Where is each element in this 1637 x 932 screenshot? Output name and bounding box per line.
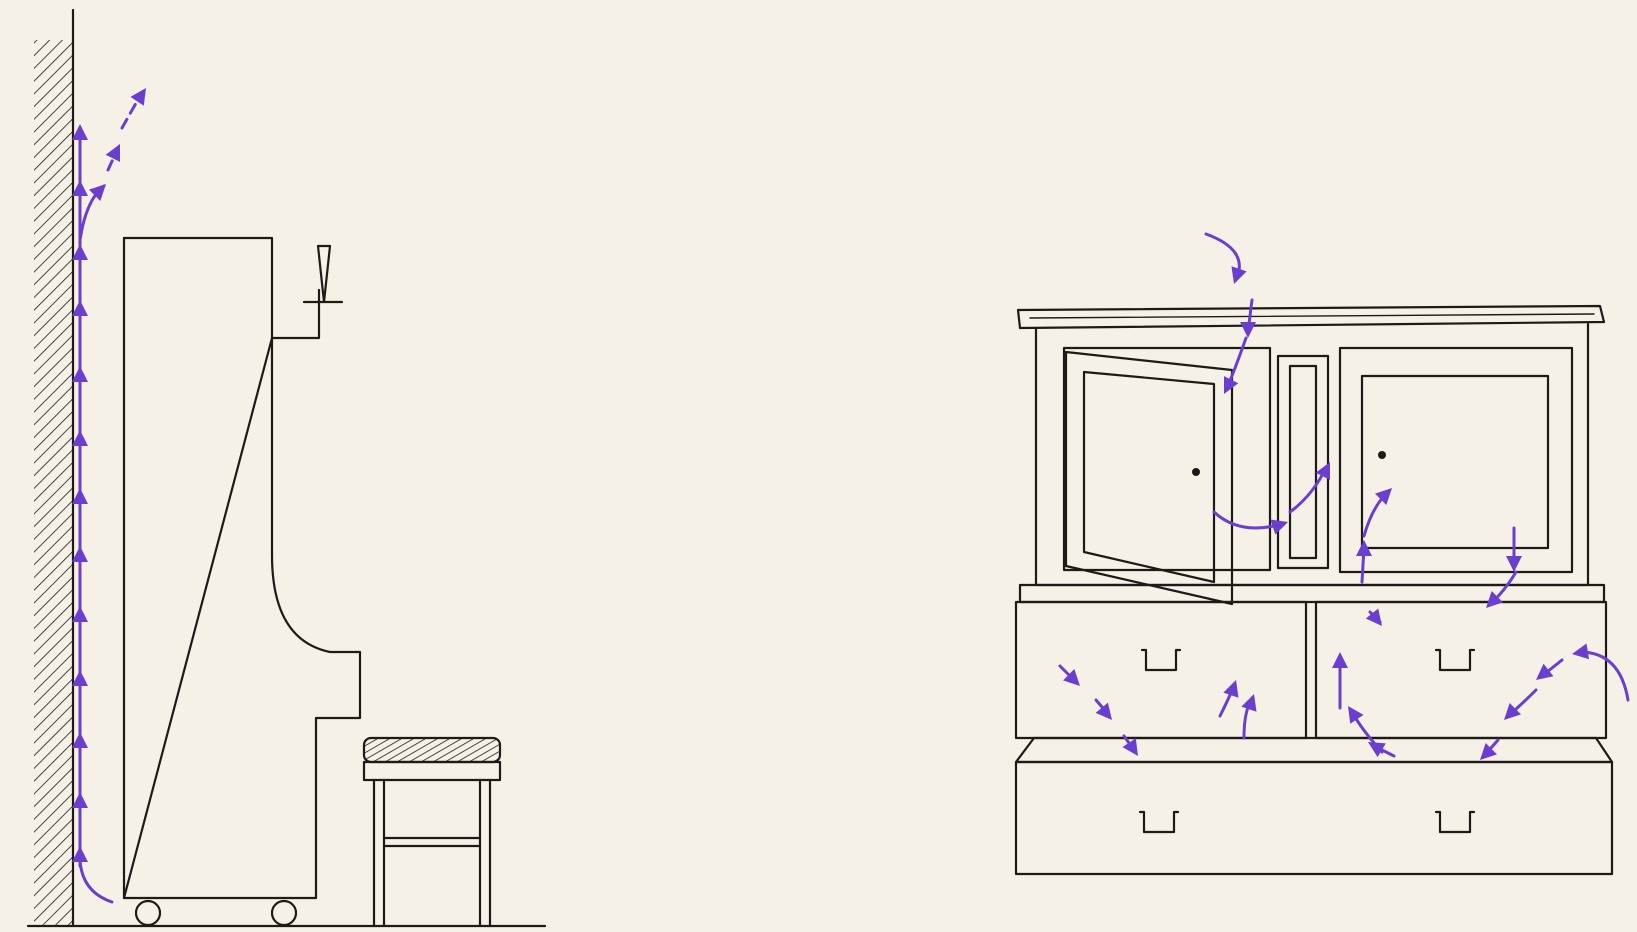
cabinet-scene xyxy=(1014,304,1614,876)
airflow-line xyxy=(78,128,114,904)
cabinet-lower-drawer xyxy=(1014,760,1614,876)
cabinet-right-door xyxy=(1338,346,1574,574)
airflow-arrowhead-icon xyxy=(72,732,88,748)
cabinet-cornice xyxy=(1016,304,1606,330)
airflow-arrowhead-icon xyxy=(72,546,88,562)
airflow-line xyxy=(120,94,142,130)
airflow-arrowhead-icon xyxy=(1536,663,1554,680)
airflow-arrowhead-icon xyxy=(1368,742,1386,758)
stool-apron xyxy=(362,760,502,782)
drawer-handle-upper-left xyxy=(1140,648,1182,672)
cabinet-cornice-detail xyxy=(1029,313,1595,319)
cabinet-left-door-frame xyxy=(1062,346,1272,572)
airflow-arrowhead-icon xyxy=(72,792,88,808)
piano-caster-right xyxy=(270,899,298,927)
piano-icon xyxy=(122,236,362,927)
drawer-handle-lower-right xyxy=(1434,810,1476,834)
airflow-arrowhead-icon xyxy=(1315,462,1330,480)
stool-icon xyxy=(362,736,502,928)
airflow-arrowhead-icon xyxy=(1122,738,1138,756)
airflow-arrowhead-icon xyxy=(1240,322,1256,338)
airflow-arrowhead-icon xyxy=(130,88,146,106)
piano-caster-left xyxy=(134,899,162,927)
cabinet-center-pilaster xyxy=(1276,354,1330,570)
piano-body xyxy=(122,236,362,900)
airflow-arrowhead-icon xyxy=(1231,266,1247,284)
airflow-arrowhead-icon xyxy=(72,300,88,316)
airflow-arrowhead-icon xyxy=(1365,608,1382,626)
airflow-arrowhead-icon xyxy=(1223,680,1239,698)
wall xyxy=(34,8,75,927)
airflow-arrowhead-icon xyxy=(1332,652,1348,668)
airflow-arrowhead-icon xyxy=(1504,703,1521,720)
airflow-arrowhead-icon xyxy=(72,124,88,140)
airflow-arrowhead-icon xyxy=(72,366,88,382)
airflow-arrowhead-icon xyxy=(89,184,106,201)
cabinet-waist xyxy=(1018,583,1606,604)
airflow-arrowhead-icon xyxy=(72,846,88,862)
airflow-arrowhead-icon xyxy=(72,606,88,622)
airflow-line xyxy=(1578,650,1630,702)
airflow-arrowhead-icon xyxy=(1241,694,1257,712)
airflow-arrowhead-icon xyxy=(72,670,88,686)
airflow-arrowhead-icon xyxy=(1375,488,1392,505)
airflow-arrowhead-icon xyxy=(1063,669,1080,686)
airflow-arrowhead-icon xyxy=(72,180,88,196)
stool-legs xyxy=(372,778,492,928)
airflow-arrowhead-icon xyxy=(1224,376,1239,394)
drawer-handle-upper-right xyxy=(1434,648,1476,672)
airflow-arrowhead-icon xyxy=(1486,591,1503,608)
airflow-arrowhead-icon xyxy=(72,244,88,260)
airflow-arrowhead-icon xyxy=(1572,643,1590,660)
cabinet-upper-right-drawer xyxy=(1314,600,1608,740)
left-door-knob xyxy=(1192,468,1200,476)
cabinet-upper-body xyxy=(1034,322,1590,587)
right-door-knob xyxy=(1378,451,1386,459)
piano-music-stand xyxy=(302,244,344,304)
cabinet-icon xyxy=(1014,304,1614,876)
airflow-arrowhead-icon xyxy=(72,430,88,446)
airflow-arrowhead-icon xyxy=(1270,519,1288,535)
airflow-arrowhead-icon xyxy=(1480,743,1497,760)
airflow-arrowhead-icon xyxy=(1095,702,1112,720)
airflow-arrows xyxy=(72,88,1630,904)
cabinet-left-door xyxy=(1064,350,1234,606)
wall-hatching xyxy=(34,40,72,925)
cabinet-base-molding xyxy=(1014,736,1614,764)
airflow-arrowhead-icon xyxy=(1356,540,1372,556)
drawer-handle-lower-left xyxy=(1138,810,1180,834)
airflow-arrowhead-icon xyxy=(72,488,88,504)
airflow-arrowhead-icon xyxy=(1348,706,1364,724)
piano-scene xyxy=(26,8,547,928)
airflow-arrowhead-icon xyxy=(1506,556,1522,572)
stool-cushion xyxy=(362,736,502,764)
airflow-arrowhead-icon xyxy=(105,144,120,162)
